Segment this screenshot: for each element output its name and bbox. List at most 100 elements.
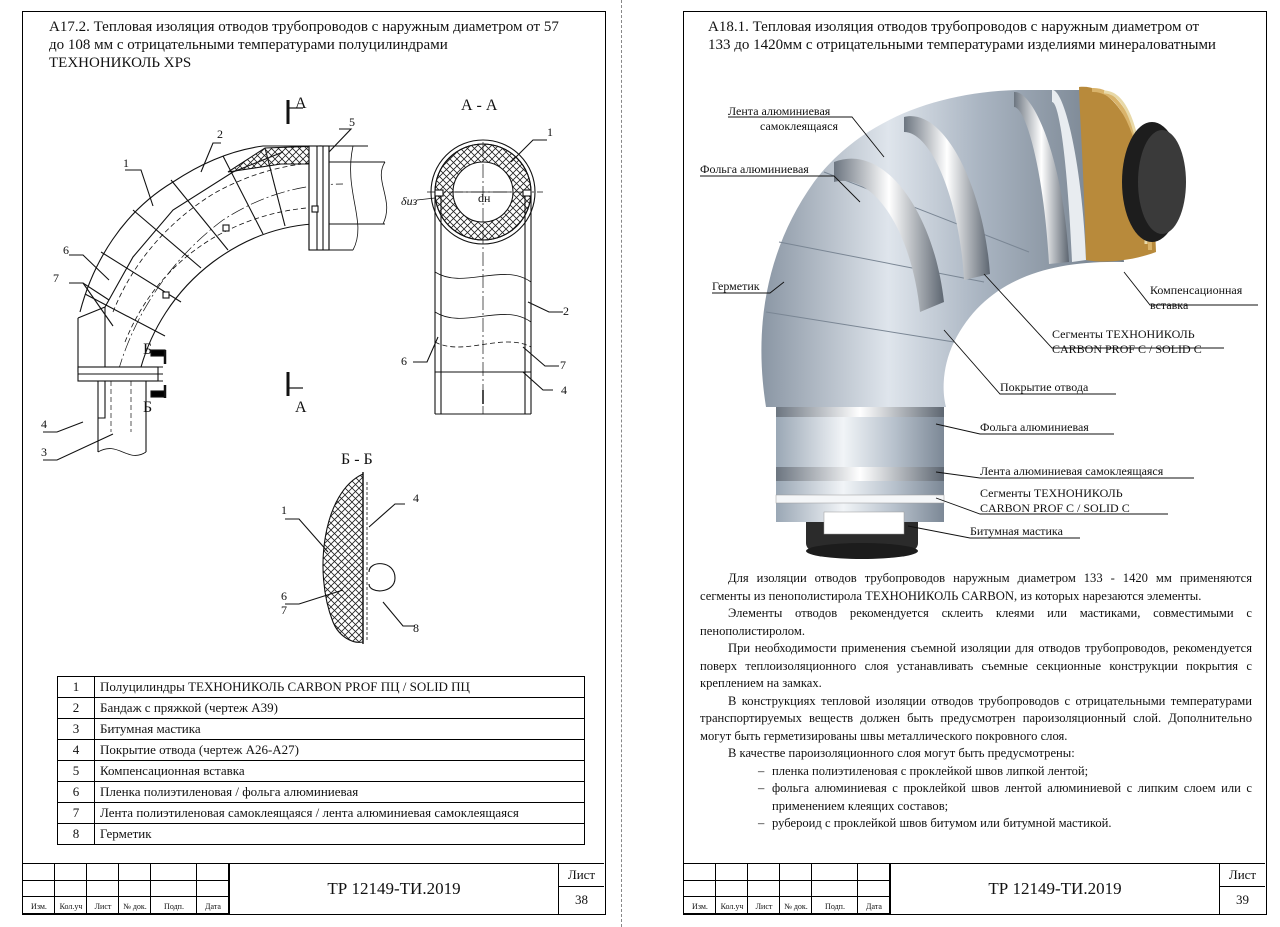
stamp-cell [684,864,716,881]
sheet-label: Лист [559,864,604,887]
legend-text: Компенсационная вставка [94,760,585,782]
label-foil-top: Фольга алюминиевая [700,162,809,176]
label-cover: Покрытие отвода [1000,380,1089,394]
dim-dn: dн [478,191,491,205]
elbow-illustration [761,86,1186,559]
callout-5: 5 [349,115,355,129]
label-bitumen: Битумная мастика [970,524,1064,538]
sheet-39: А18.1. Тепловая изоляция отводов трубопр… [683,11,1267,915]
stamp-column-label: Изм. [692,902,708,911]
stamp-cell [858,864,890,881]
section-aa-view [413,139,563,415]
elbow-side-view [43,100,388,461]
list-dash: – [758,816,765,830]
legend-text: Лента полиэтиленовая самоклеящаяся / лен… [94,802,585,824]
label-segments-top-2: CARBON PROF C / SOLID C [1052,342,1202,356]
paragraph: Элементы отводов рекомендуется склеить к… [700,606,1252,638]
section-bb-title: Б - Б [341,451,373,468]
section-bb-view [285,472,415,644]
stamp-cell [716,880,748,897]
legend-text: Битумная мастика [94,718,585,740]
list-dash: – [758,781,765,795]
stamp-cell [23,864,55,881]
stamp-cell [684,880,716,897]
stamp-column-label: Изм. [31,902,47,911]
label-tape-top-2: самоклеящаяся [760,119,838,133]
callout-bb-6: 6 [281,589,287,603]
stamp-cell [780,864,812,881]
stamp-cell [119,897,151,914]
callout-aa-4: 4 [561,383,567,397]
callout-7: 7 [53,271,59,285]
stamp-cell [55,880,87,897]
callout-aa-6: 6 [401,354,407,368]
stamp-cell [197,897,229,914]
section-b-mark-top: Б [143,341,152,358]
stamp-column-label: Дата [866,902,882,911]
paragraph: Для изоляции отводов трубопроводов наруж… [700,571,1252,603]
page-fold-divider [621,0,622,927]
stamp-cell [197,864,229,881]
stamp-cell [87,880,119,897]
legend-text: Герметик [94,823,585,845]
sheet-38: А17.2. Тепловая изоляция отводов трубопр… [22,11,606,915]
label-segments-top-1: Сегменты ТЕХНОНИКОЛЬ [1052,327,1195,341]
stamp-column-label: Дата [205,902,221,911]
callout-3: 3 [41,445,47,459]
stamp-cell [87,897,119,914]
callout-bb-1: 1 [281,503,287,517]
description-text: Для изоляции отводов трубопроводов наруж… [700,570,1252,833]
legend-number: 7 [57,802,95,824]
stamp-cell [812,897,858,914]
stamp-cell [858,897,890,914]
callout-aa-2: 2 [563,304,569,318]
callout-4: 4 [41,417,47,431]
legend-text: Полуцилиндры ТЕХНОНИКОЛЬ CARBON PROF ПЦ … [94,676,585,698]
stamp-cell [748,897,780,914]
stamp-column-label: Кол.уч [59,902,83,911]
legend-number: 3 [57,718,95,740]
legend-text: Покрытие отвода (чертеж А26-А27) [94,739,585,761]
section-b-mark-bottom: Б [143,399,152,416]
stamp-cell [858,880,890,897]
stamp-column-label: № док. [123,902,147,911]
list-item: –рубероид с проклейкой швов битумом или … [700,815,1252,833]
legend-text: Пленка полиэтиленовая / фольга алюминиев… [94,781,585,803]
stamp-cell [684,897,716,914]
stamp-cell [151,864,197,881]
stamp-cell [151,897,197,914]
stamp-cell [55,864,87,881]
callout-aa-1: 1 [547,125,553,139]
legend-text: Бандаж с пряжкой (чертеж А39) [94,697,585,719]
legend-number: 6 [57,781,95,803]
callout-bb-4: 4 [413,491,419,505]
section-aa-title: А - А [461,97,498,114]
callout-aa-7: 7 [560,358,566,372]
stamp-cell [748,880,780,897]
paragraph: При необходимости применения съемной изо… [700,641,1252,690]
stamp-column-label: Кол.уч [720,902,744,911]
sheet-title: А17.2. Тепловая изоляция отводов трубопр… [49,19,559,71]
list-item: –фольга алюминиевая с проклейкой швов ле… [758,781,1252,813]
stamp-cell [87,864,119,881]
label-compensation-1: Компенсационная [1150,283,1243,297]
dim-biz: δиз [401,194,418,208]
stamp-cell [780,880,812,897]
callout-1: 1 [123,156,129,170]
sheet-number: 39 [1236,892,1249,907]
legend-number: 8 [57,823,95,845]
document-code: ТР 12149-ТИ.2019 [890,864,1219,914]
label-tape-bottom: Лента алюминиевая самоклеящаяся [980,464,1164,478]
label-segments-bottom-1: Сегменты ТЕХНОНИКОЛЬ [980,486,1123,500]
label-compensation-2: вставка [1150,298,1189,312]
label-hermetic: Герметик [712,279,760,293]
